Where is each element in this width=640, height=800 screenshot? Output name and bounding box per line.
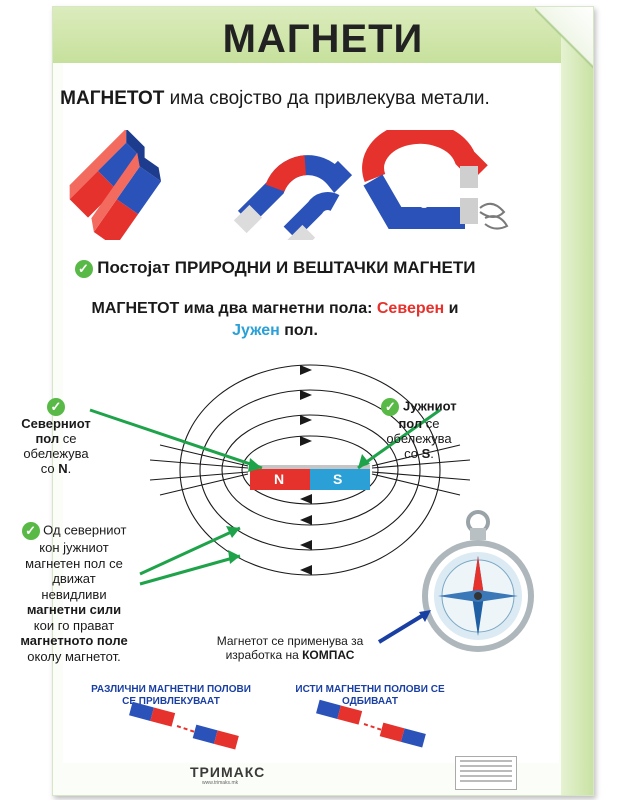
pointer-arrows (89, 408, 441, 586)
poles-suffix: пол. (279, 322, 318, 339)
poster-title: МАГНЕТИ (222, 17, 424, 61)
and-word: и (444, 300, 459, 317)
title-band (53, 7, 593, 63)
repel-label: ИСТИ МАГНЕТНИ ПОЛОВИ СЕ ОДБИВААТ (295, 684, 445, 707)
types-bold: ПРИРОДНИ И ВЕШТАЧКИ МАГНЕТИ (174, 258, 476, 277)
logo-sub: www.trimaks.mk (202, 780, 239, 786)
intro-rest: има својство да привлекува метали. (164, 88, 490, 109)
logo-name: ТРИМАКС (190, 764, 266, 780)
magnetic-field-diagram (89, 364, 471, 586)
south-word: Јужен (232, 322, 280, 339)
poles-heading: МАГНЕТОТ има два магнетни пола: Северен … (20, 298, 530, 342)
checkmark-icon: ✓ (21, 522, 40, 540)
forces-note: ✓ Од северниот кон јужниот магнетен пол … (18, 522, 130, 664)
north-pole-note: ✓ Северниот пол се обележува со N. (15, 398, 97, 476)
north-note-text: се обележува со (23, 431, 89, 476)
types-heading: ✓ Постојат ПРИРОДНИ И ВЕШТАЧКИ МАГНЕТИ (20, 258, 530, 278)
types-prefix: Постојат (97, 258, 175, 277)
forces-t2: кои го прават (33, 617, 115, 633)
forces-t1: Од северниот кон јужниот магнетен пол се… (25, 522, 127, 602)
svg-text:N: N (427, 167, 436, 181)
attract-label: РАЗЛИЧНИ МАГНЕТНИ ПОЛОВИ СЕ ПРИВЛЕКУВААТ (91, 684, 251, 707)
publisher-logo: ТРИМАКС www.trimaks.mk (190, 764, 330, 788)
magnet-images: N S (69, 130, 509, 240)
field-bar-magnet (250, 465, 370, 490)
intro-sentence: МАГНЕТОТ има својство да привлекува мета… (20, 88, 530, 110)
compass-t1: Магнетот се применува за изработка на (216, 634, 364, 662)
bar-label-n: N (274, 471, 285, 487)
south-note-letter: S (421, 446, 431, 461)
north-note-end: . (67, 461, 72, 476)
south-note-end: . (430, 446, 434, 461)
south-note-bold: Јужниот пол (398, 398, 457, 431)
compass-b1: КОМПАС (302, 648, 355, 662)
checkmark-icon: ✓ (381, 398, 400, 416)
poles-text: МАГНЕТОТ има два магнетни пола: (91, 300, 377, 317)
intro-bold: МАГНЕТОТ (60, 88, 165, 109)
horseshoe-magnet (233, 155, 353, 240)
north-word: Северен (376, 300, 445, 317)
svg-text:S: S (420, 197, 428, 211)
north-note-letter: N (58, 461, 68, 476)
bar-magnet-2 (91, 152, 162, 240)
north-note-bold: Северниот пол (21, 416, 91, 446)
compass (422, 510, 534, 652)
field-arrows (300, 365, 312, 575)
compass-arrow (377, 610, 431, 644)
side-band (561, 7, 593, 795)
bar-label-s: S (333, 471, 343, 487)
south-pole-note: ✓ Јужниот пол се обележува со S. (378, 398, 460, 461)
publisher-info-box (455, 756, 517, 790)
repel-magnets (316, 699, 426, 748)
forces-b1: магнетни сили (26, 602, 122, 617)
horseshoe-magnet-clips: N S (362, 130, 509, 230)
forces-t3: околу магнетот. (27, 648, 121, 664)
forces-b2: магнетното поле (20, 633, 128, 648)
checkmark-icon: ✓ (47, 398, 65, 416)
checkmark-icon: ✓ (74, 259, 93, 278)
bar-magnet-1 (69, 130, 145, 218)
field-lines (149, 364, 471, 576)
attract-magnets (129, 701, 239, 750)
south-note-text: се обележува со (386, 416, 452, 461)
compass-note: Магнетот се применува за изработка на КО… (205, 634, 375, 662)
page-curl (535, 7, 593, 69)
